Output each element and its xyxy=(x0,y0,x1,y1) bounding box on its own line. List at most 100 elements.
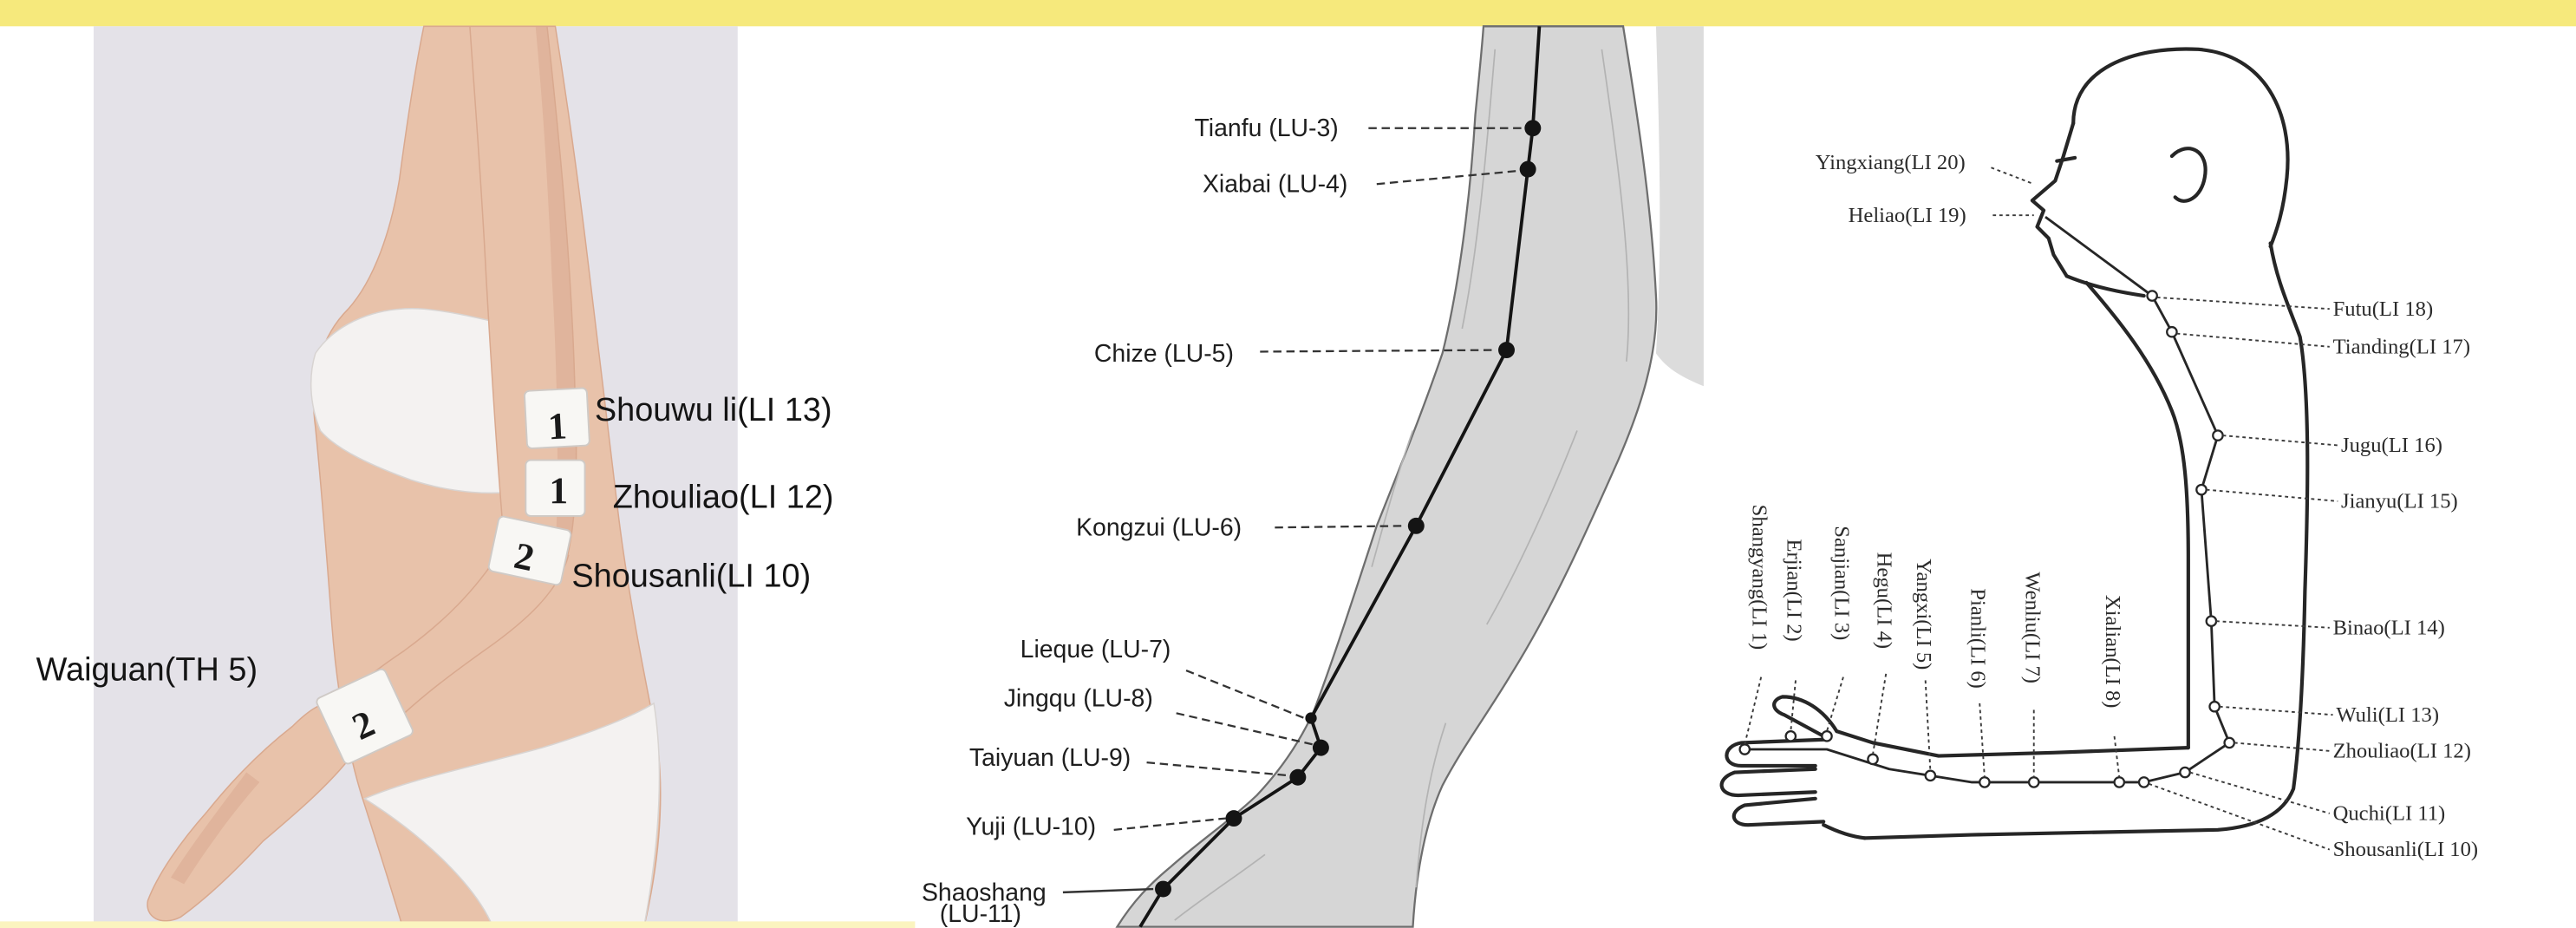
acupoint-marker xyxy=(1289,769,1306,786)
arm-drawing xyxy=(1117,26,1656,926)
label-yangxi: Yangxi(LI 5) xyxy=(1912,559,1935,670)
leader-line xyxy=(2157,297,2330,309)
label-jingqu: Jingqu (LU-8) xyxy=(1004,685,1153,713)
label-hegu: Hegu(LI 4) xyxy=(1873,552,1896,649)
acupoint-marker xyxy=(1926,771,1935,781)
leader-line xyxy=(2220,707,2333,715)
leader-line xyxy=(1827,677,1843,732)
large-intestine-meridian-line xyxy=(1745,217,2229,782)
forearm-top-outline xyxy=(1836,731,2188,755)
label-heliao: Heliao(LI 19) xyxy=(1849,204,1966,227)
label-tianfu: Tianfu (LU-3) xyxy=(1194,114,1338,142)
patch-shouwuli: 1 xyxy=(525,388,590,449)
label-jianyu: Jianyu(LI 15) xyxy=(2341,489,2458,513)
label-shouwuli: Shouwu li(LI 13) xyxy=(595,392,832,428)
label-futu: Futu(LI 18) xyxy=(2333,297,2434,321)
leader-line xyxy=(2115,736,2120,777)
acupoint-marker xyxy=(2213,430,2222,440)
finger-outline xyxy=(1734,799,1823,825)
acupoint-marker xyxy=(1225,810,1242,827)
label-taiyuan: Taiyuan (LU-9) xyxy=(969,744,1131,772)
acupoint-marker xyxy=(1524,120,1541,136)
acupoint-marker xyxy=(2209,702,2219,711)
label-kongzui: Kongzui (LU-6) xyxy=(1076,514,1242,542)
acupoint-marker xyxy=(1408,518,1425,534)
leader-line xyxy=(1063,889,1153,892)
label-zhouliao: Zhouliao(LI 12) xyxy=(2333,739,2471,762)
acupoint-marker xyxy=(1498,342,1515,358)
label-yingxiang: Yingxiang(LI 20) xyxy=(1816,151,1966,174)
palm-outline xyxy=(1823,825,1864,838)
leader-line xyxy=(1979,703,1985,777)
bottom-strip xyxy=(0,921,915,928)
acupoint-marker xyxy=(2225,738,2234,748)
leader-line xyxy=(1745,677,1761,745)
leader-line xyxy=(2207,490,2338,501)
label-shaoshang-line2: (LU-11) xyxy=(940,900,1021,928)
leader-line xyxy=(1147,762,1290,775)
label-shangyang: Shangyang(LI 1) xyxy=(1748,505,1771,650)
acupoint-marker xyxy=(1155,881,1171,898)
acupoint-marker xyxy=(2147,291,2156,300)
acupoint-marker xyxy=(1979,777,1989,787)
jaw-line xyxy=(2067,276,2144,296)
acupoint-marker xyxy=(2196,485,2206,494)
label-lieque: Lieque (LU-7) xyxy=(1021,636,1171,663)
patch-number: 1 xyxy=(549,470,568,512)
patch-number: 1 xyxy=(547,405,568,448)
label-yuji: Yuji (LU-10) xyxy=(966,814,1096,841)
label-wenliu: Wenliu(LI 7) xyxy=(2020,572,2044,683)
label-wuli: Wuli(LI 13) xyxy=(2336,703,2439,727)
leader-line xyxy=(1186,670,1304,718)
label-jugu: Jugu(LI 16) xyxy=(2341,434,2442,457)
lung-meridian-panel: Tianfu (LU-3) Xiabai (LU-4) Chize (LU-5)… xyxy=(922,26,1704,928)
label-chize: Chize (LU-5) xyxy=(1094,340,1234,368)
acupoint-marker xyxy=(1740,744,1750,754)
large-intestine-meridian-panel: Yingxiang(LI 20) Heliao(LI 19) Futu(LI 1… xyxy=(1722,49,2479,861)
leader-line xyxy=(2149,784,2329,850)
torso-edge-drawing xyxy=(1656,26,1704,386)
acupoint-marker xyxy=(1822,731,1831,741)
acupoint-marker xyxy=(2207,617,2216,626)
leader-line xyxy=(2234,742,2330,750)
top-banner xyxy=(0,0,2576,26)
acupoint-marker xyxy=(1786,731,1796,741)
label-shousanli: Shousanli(LI 10) xyxy=(571,558,811,594)
ear-outline xyxy=(2172,148,2206,201)
label-shousanli: Shousanli(LI 10) xyxy=(2333,838,2479,861)
leader-line xyxy=(2177,334,2330,347)
photo-panel: 1 1 2 2 Shouwu li(LI 13) Zhouliao(LI 12)… xyxy=(36,26,834,926)
leader-line xyxy=(1991,167,2033,184)
label-erjian: Erjian(LI 2) xyxy=(1783,539,1806,641)
acupoint-marker xyxy=(2180,768,2189,777)
leader-line xyxy=(2223,435,2338,445)
acupoint-marker xyxy=(2115,777,2124,787)
label-tianding: Tianding(LI 17) xyxy=(2333,335,2470,358)
acupoint-marker xyxy=(2029,777,2038,787)
leader-line xyxy=(1926,680,1931,770)
leader-line xyxy=(2216,621,2330,628)
label-binao: Binao(LI 14) xyxy=(2333,616,2445,639)
eyebrow xyxy=(2057,158,2075,161)
acupoint-marker xyxy=(2167,327,2176,337)
acupoint-marker xyxy=(2139,777,2149,787)
label-sanjian: Sanjian(LI 3) xyxy=(1829,526,1853,640)
label-waiguan: Waiguan(TH 5) xyxy=(36,651,258,688)
label-quchi: Quchi(LI 11) xyxy=(2333,801,2446,825)
label-pianli: Pianli(LI 6) xyxy=(1966,588,1990,689)
acupoint-marker xyxy=(1305,712,1316,723)
leader-line xyxy=(1114,819,1226,830)
back-arm-outline xyxy=(1865,243,2308,838)
acupoint-marker xyxy=(1520,161,1536,178)
head-outline xyxy=(2073,49,2287,246)
leader-line xyxy=(1790,680,1796,731)
finger-outline xyxy=(1722,769,1816,795)
label-xiabai: Xiabai (LU-4) xyxy=(1203,171,1347,199)
acupoint-marker xyxy=(1313,740,1329,756)
label-xialian: Xialian(LI 8) xyxy=(2101,595,2124,709)
acupoint-marker xyxy=(1868,755,1877,764)
label-zhouliao: Zhouliao(LI 12) xyxy=(613,479,834,515)
patch-zhouliao: 1 xyxy=(525,461,584,516)
